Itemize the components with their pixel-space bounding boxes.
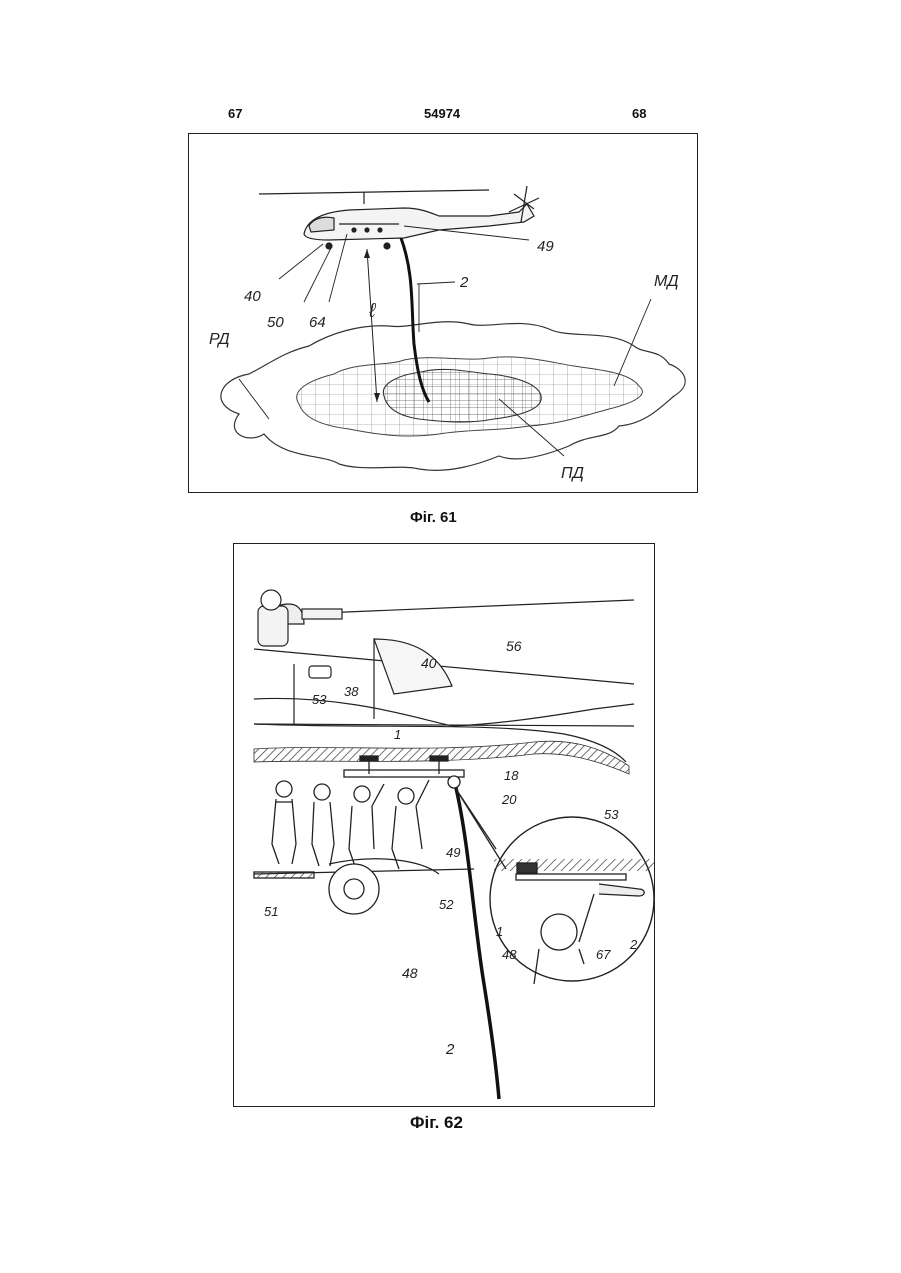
label-53: 53	[312, 692, 327, 707]
label-49: 49	[446, 845, 460, 860]
label-50: 50	[267, 314, 284, 331]
label-38: 38	[344, 684, 359, 699]
label-rd: РД	[209, 331, 230, 348]
label-20: 20	[501, 792, 517, 807]
detail-label-48: 48	[502, 947, 517, 962]
label-pd: ПД	[561, 465, 584, 482]
figure-61-caption: Фіг. 61	[410, 509, 457, 526]
label-1: 1	[394, 727, 401, 742]
detail-label-2: 2	[629, 937, 638, 952]
page-number-left: 67	[228, 106, 242, 121]
label-49: 49	[537, 238, 554, 255]
detail-label-67: 67	[596, 947, 611, 962]
label-l: ℓ	[368, 300, 377, 322]
crew-figures	[272, 780, 429, 869]
label-40: 40	[244, 288, 261, 305]
figure-62-drawing: 40 56 38 53 1 18 20 49 51 52 48 2 53 1 4…	[234, 544, 654, 1106]
detail-label-1: 1	[496, 924, 503, 939]
label-18: 18	[504, 768, 519, 783]
label-64: 64	[309, 314, 326, 331]
figure-61-drawing: 40 50 64 49 2 ℓ РД МД ПД	[189, 134, 697, 492]
label-52: 52	[439, 897, 454, 912]
label-56: 56	[506, 638, 522, 654]
figure-61-frame: 40 50 64 49 2 ℓ РД МД ПД	[188, 133, 698, 493]
hose-drawing-62	[456, 788, 499, 1099]
patent-number: 54974	[424, 106, 460, 121]
label-40: 40	[421, 655, 437, 671]
label-2: 2	[445, 1041, 455, 1058]
page-number-right: 68	[632, 106, 646, 121]
label-2: 2	[459, 274, 469, 291]
label-51: 51	[264, 904, 278, 919]
figure-62-frame: 40 56 38 53 1 18 20 49 51 52 48 2 53 1 4…	[233, 543, 655, 1107]
helicopter-drawing	[259, 186, 539, 249]
label-md: МД	[654, 273, 679, 290]
label-48: 48	[402, 965, 418, 981]
detail-label-53: 53	[604, 807, 619, 822]
figure-62-caption: Фіг. 62	[410, 1113, 463, 1133]
